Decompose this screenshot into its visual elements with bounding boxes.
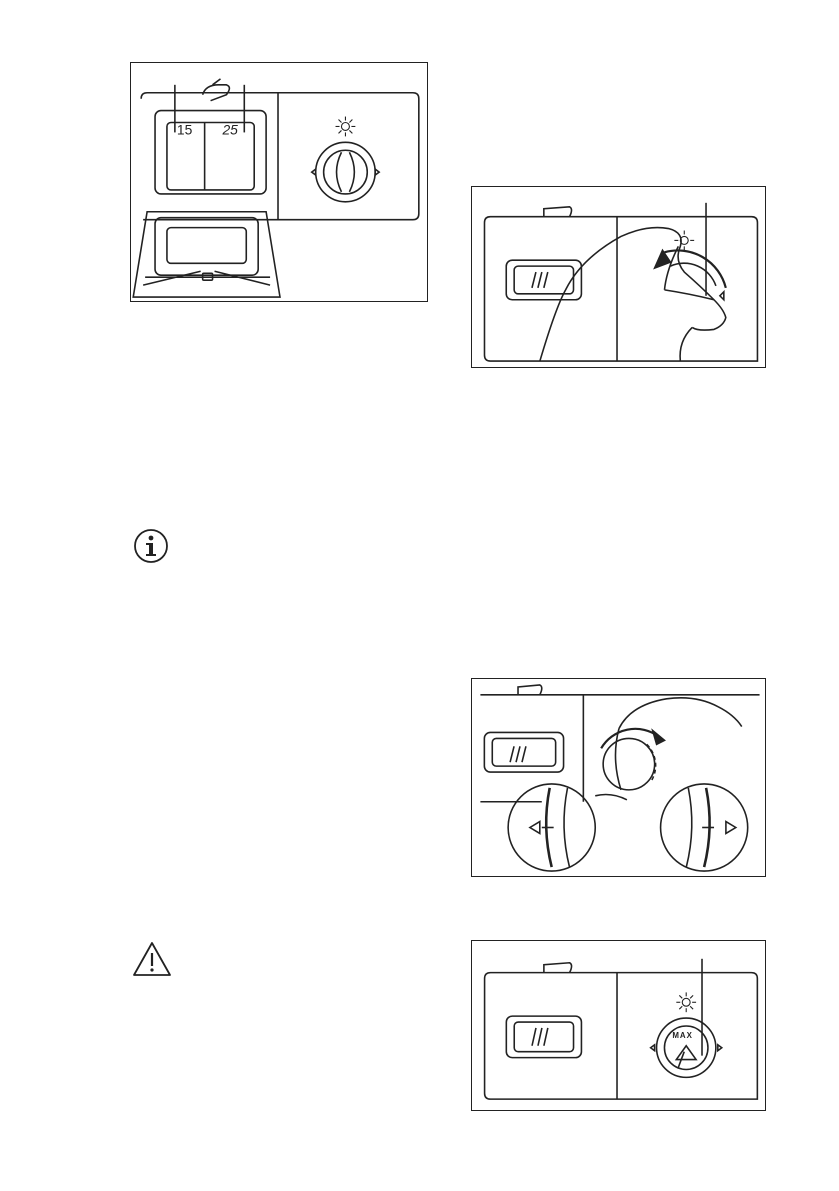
figure-dial-align bbox=[471, 678, 766, 877]
dial-align-illustration bbox=[472, 679, 765, 876]
marker-15: 15 bbox=[177, 121, 193, 137]
dispenser-fill-illustration: 15 25 bbox=[131, 63, 427, 301]
figure-dispenser-fill: 15 25 bbox=[130, 62, 428, 302]
dial-max-label: MAX bbox=[672, 1031, 693, 1040]
dial-release-illustration bbox=[472, 187, 765, 367]
info-icon bbox=[133, 528, 169, 564]
figure-dial-release bbox=[471, 186, 766, 368]
marker-25: 25 bbox=[221, 121, 238, 137]
figure-dial-setting: MAX bbox=[471, 940, 766, 1111]
dial-setting-illustration: MAX bbox=[472, 941, 765, 1110]
warning-icon bbox=[131, 940, 173, 978]
